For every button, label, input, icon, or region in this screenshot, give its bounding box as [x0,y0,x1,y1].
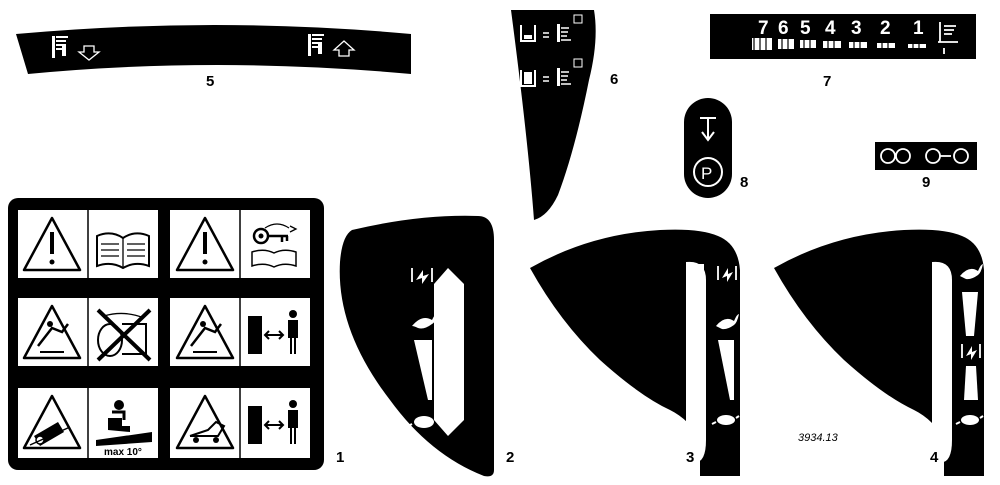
gear-digit: 1 [913,18,924,39]
label-7: 7 [823,73,831,90]
rabbit-fast-icon [716,314,739,330]
tank-empty-icon [520,14,583,42]
turtle-slow-icon [407,416,443,428]
arrow-down-icon [700,117,716,142]
decal-8-park-brake: P [684,98,732,198]
warning-triangle-icon [22,216,82,272]
rabbit-fast-icon [412,312,438,329]
engine-stop-icon [961,344,981,360]
slope-limit-text: max 10° [104,447,142,458]
decal-9-indicator [875,142,977,170]
tank-full-icon [520,58,583,87]
engine-stop-icon [411,268,433,284]
label-9: 9 [922,174,930,191]
manual-book-icon [96,232,150,270]
speed-wedge [964,366,978,400]
hitch-lower-icon [52,36,101,61]
engine-stop-icon [717,266,737,282]
park-icon: P [693,157,723,187]
speed-wedge [962,292,978,336]
gear-digit: 4 [825,18,836,39]
label-3: 3 [686,449,694,466]
warning-rollover-icon [22,394,82,450]
gear-digits: 7 6 5 4 3 2 1 [758,18,924,39]
gear-digit: 5 [800,18,811,39]
gear-digit: 2 [880,18,891,39]
speed-wedge [718,340,734,400]
warning-runover-icon [175,394,235,450]
hitch-raise-icon [308,34,356,57]
gear-digit: 7 [758,18,769,39]
label-5: 5 [206,73,214,90]
rabbit-fast-icon [960,264,983,280]
label-1: 1 [336,449,344,466]
turtle-slow-icon [955,415,984,425]
keep-distance-icon [248,400,298,444]
range-icon [938,22,958,54]
speed-wedge [414,340,432,400]
gear-digit: 3 [851,18,862,39]
decal-7-gear-strip: 7 6 5 4 3 2 1 [710,14,976,59]
keep-distance-icon [248,310,298,354]
reference-number: 3934.13 [798,432,839,444]
gear-bars [752,38,926,50]
decal-6-hydraulic [511,10,596,220]
decal-2-throttle [339,215,494,477]
warning-crush-icon [22,304,82,360]
label-4: 4 [930,449,939,466]
warning-crush-icon [175,304,235,360]
max-slope-icon [96,400,152,446]
label-2: 2 [506,449,514,466]
decal-3-throttle [530,229,740,476]
remove-key-icon [251,223,298,268]
decal-1-warning-panel: max 10° [8,198,324,470]
warning-triangle-icon [175,216,235,272]
decal-5-hitch-strip [16,25,411,74]
turtle-slow-icon [711,415,740,425]
label-8: 8 [740,174,748,191]
no-riders-icon [96,308,152,362]
park-letter: P [701,164,712,183]
decal-4-throttle [774,229,984,476]
label-6: 6 [610,71,618,88]
gear-digit: 6 [778,18,789,39]
